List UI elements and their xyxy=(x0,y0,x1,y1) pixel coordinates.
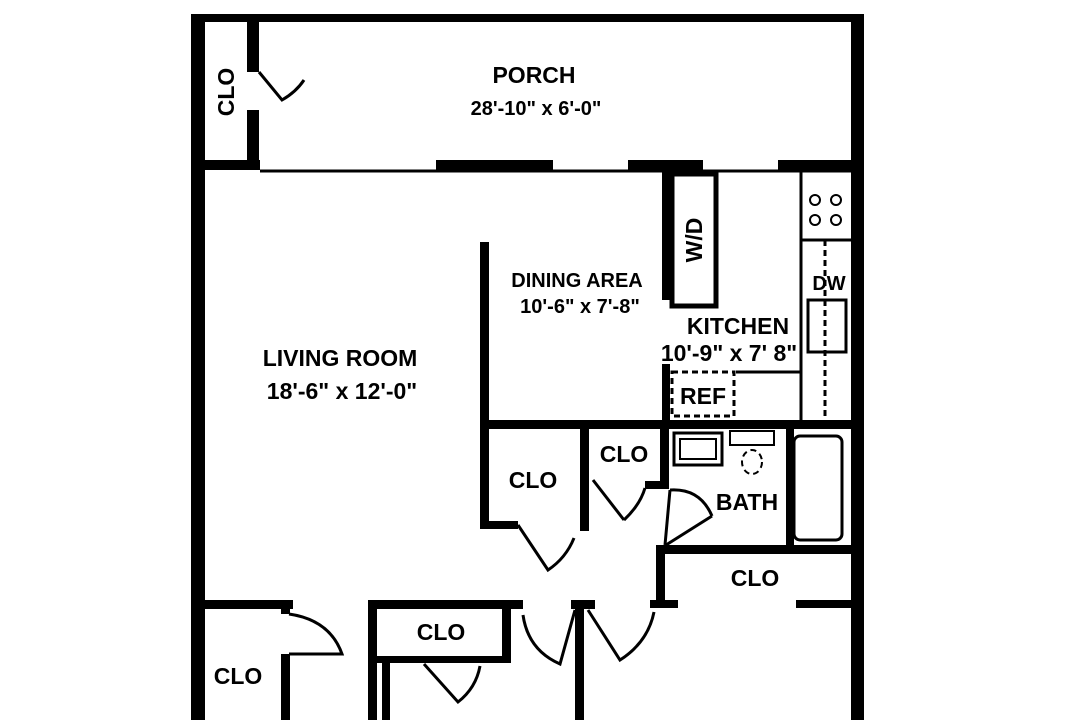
living-room-label: LIVING ROOM xyxy=(263,345,418,371)
washer-dryer-label: W/D xyxy=(681,218,707,263)
bath: BATH xyxy=(656,429,852,554)
bath-sink-icon xyxy=(672,431,724,467)
hall-closet-2-label: CLO xyxy=(600,441,649,467)
porch-label: PORCH xyxy=(492,62,575,88)
porch-closet-label: CLO xyxy=(213,68,239,117)
lower-closets: CLO CLO CLO xyxy=(205,545,852,720)
bedroom-right-door[interactable] xyxy=(586,609,656,663)
living-room: LIVING ROOM 18'-6" x 12'-0" xyxy=(263,345,418,404)
exterior-walls xyxy=(191,14,864,720)
living-room-dimensions: 18'-6" x 12'-0" xyxy=(267,378,417,404)
refrigerator-label: REF xyxy=(680,383,726,409)
left-closet-label: CLO xyxy=(214,663,263,689)
dining-kitchen-area: W/D REF DW DINING AREA 10'-6" x 7'-8" KI… xyxy=(480,170,852,429)
right-closet-label: CLO xyxy=(731,565,780,591)
toilet-icon xyxy=(741,449,763,475)
stove-icon xyxy=(809,194,842,226)
kitchen-dimensions: 10'-9" x 7' 8" xyxy=(661,340,797,366)
bedroom-left-door[interactable] xyxy=(521,609,577,667)
dishwasher-label: DW xyxy=(812,273,845,295)
toilet-tank-icon xyxy=(729,430,775,446)
porch-dimensions: 28'-10" x 6'-0" xyxy=(471,98,602,120)
hall-closets: CLO CLO xyxy=(480,429,669,573)
center-closet-label: CLO xyxy=(417,619,466,645)
porch-area: CLO PORCH 28'-10" x 6'-0" xyxy=(205,22,851,173)
refrigerator xyxy=(670,370,736,418)
center-closet-door[interactable] xyxy=(422,662,482,705)
hall-closet-1-label: CLO xyxy=(509,467,558,493)
left-closet-door[interactable] xyxy=(288,612,345,656)
bathtub-icon xyxy=(792,434,844,542)
dining-label: DINING AREA xyxy=(511,270,642,292)
bath-door[interactable] xyxy=(663,488,714,546)
porch-closet-door[interactable] xyxy=(257,71,306,102)
kitchen-label: KITCHEN xyxy=(687,313,789,339)
dining-dimensions: 10'-6" x 7'-8" xyxy=(520,296,640,318)
kitchen-sink-icon xyxy=(806,298,848,354)
bath-label: BATH xyxy=(716,489,778,515)
washer-dryer xyxy=(669,171,719,309)
hall-closet-1-door[interactable] xyxy=(516,524,576,573)
